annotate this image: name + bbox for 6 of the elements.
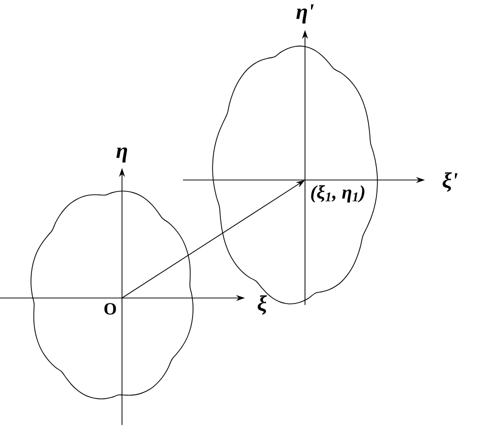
axis-label: η' [296, 4, 314, 24]
axis-label: ξ [258, 295, 267, 315]
axis-label: ξ' [442, 172, 458, 192]
point-label: (ξ$_{1}$, η$_{1}$) [311, 185, 364, 202]
axis-label: η [116, 147, 128, 163]
origin-label: O [104, 303, 116, 315]
